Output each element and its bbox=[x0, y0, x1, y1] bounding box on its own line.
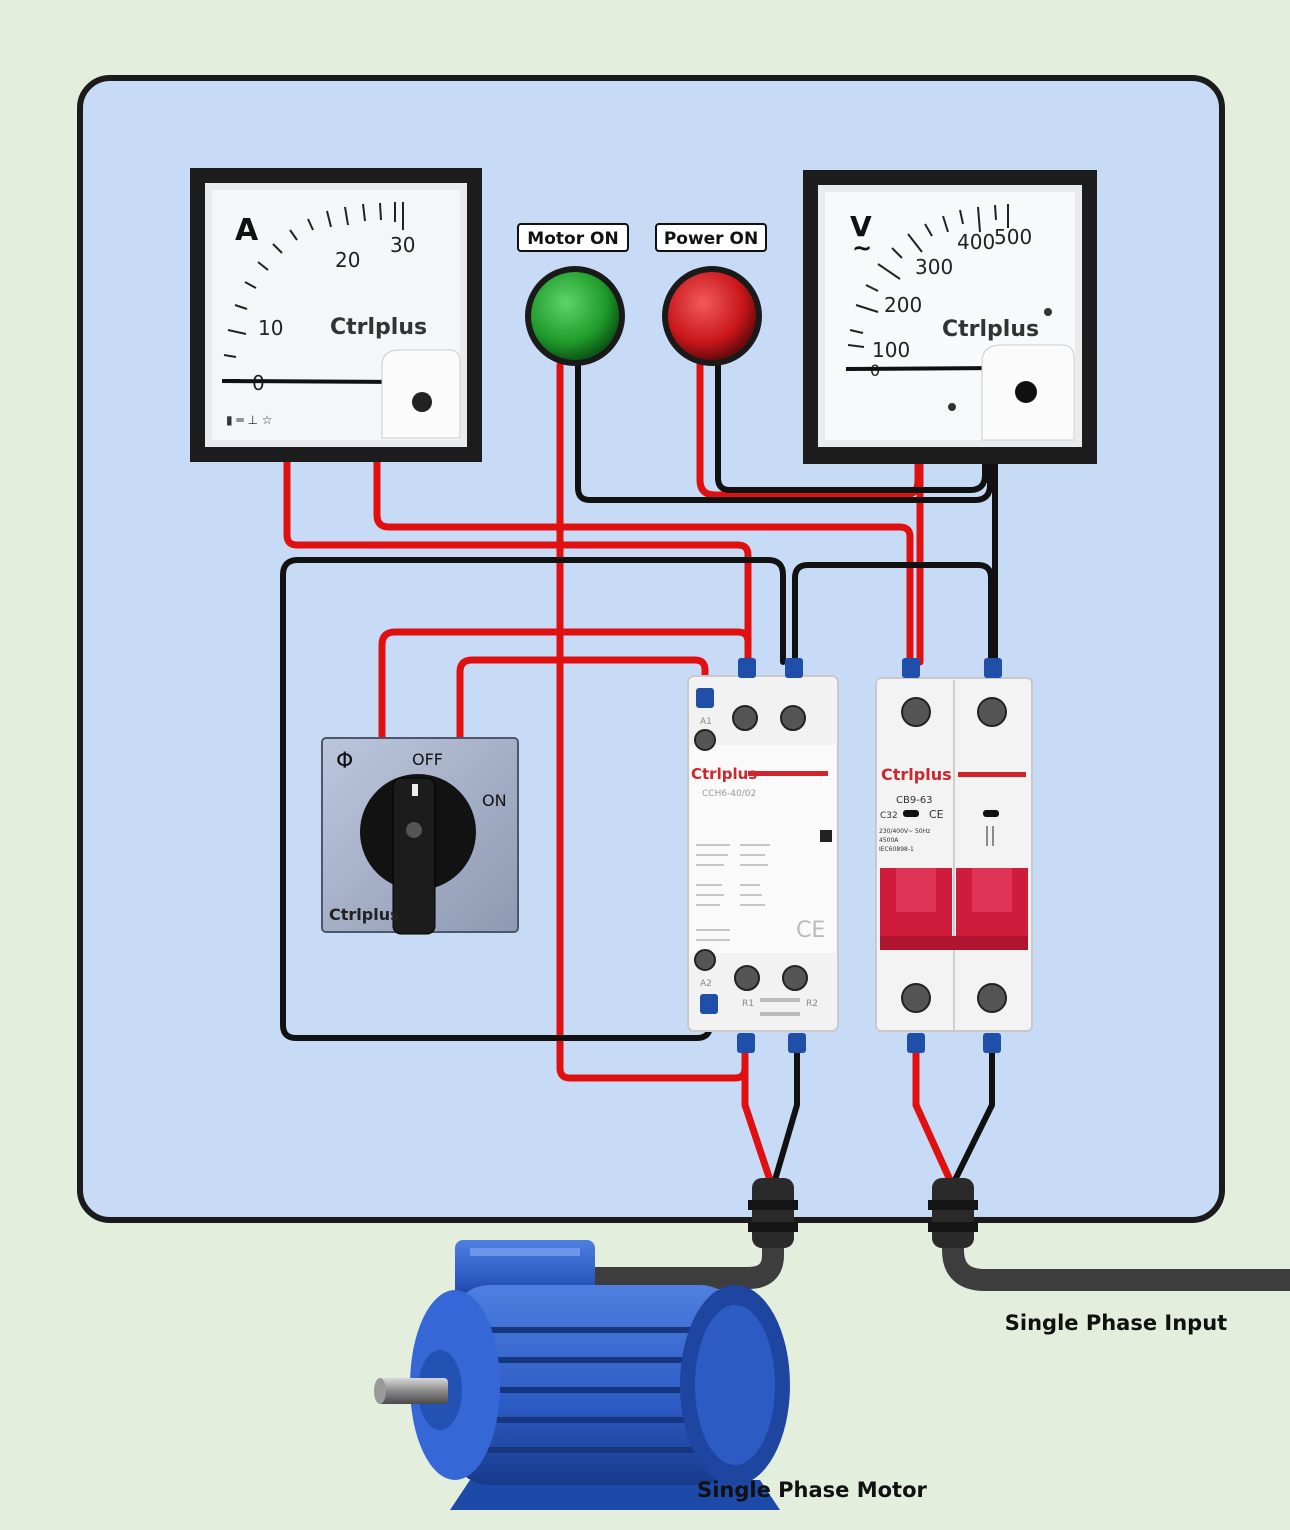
wire-black bbox=[715, 362, 988, 493]
cable-gland-input bbox=[928, 1178, 978, 1248]
voltmeter-scale-label: 500 bbox=[994, 225, 1032, 249]
wire-black bbox=[280, 557, 786, 1041]
cable-gland-motor bbox=[748, 1178, 798, 1248]
voltmeter-scale bbox=[846, 204, 1009, 369]
contactor-brand: Ctrlplus bbox=[691, 765, 757, 783]
contactor-model: CCH6-40/02 bbox=[702, 789, 756, 799]
electric-motor-icon bbox=[374, 1240, 790, 1510]
wire-red bbox=[378, 628, 752, 744]
wire-red bbox=[283, 456, 752, 666]
motor-on-label: Motor ON bbox=[527, 229, 618, 249]
power-on-label: Power ON bbox=[664, 229, 758, 249]
wire-black bbox=[575, 362, 993, 503]
voltmeter-brand: Ctrlplus bbox=[942, 317, 1039, 342]
wires bbox=[280, 361, 998, 1184]
mcb-rating: C32 bbox=[880, 811, 898, 821]
ammeter-unit: A bbox=[235, 213, 259, 248]
wire-red bbox=[912, 1041, 954, 1184]
selector-phase-symbol: Φ bbox=[336, 749, 353, 774]
cables bbox=[537, 1204, 1290, 1291]
ammeter-scale-label: 30 bbox=[390, 233, 415, 257]
voltmeter-scale-label: 400 bbox=[957, 230, 995, 254]
ammeter: A 0 10 20 30 Ctrlplus ▮ ═ ⊥ ☆ bbox=[190, 168, 482, 462]
motor-on-indicator: Motor ON bbox=[517, 223, 629, 366]
voltmeter-scale-label: 100 bbox=[872, 338, 910, 362]
mcb-spec-standard: IEC60898-1 bbox=[879, 846, 914, 853]
selector-knob-handle bbox=[392, 777, 436, 935]
contactor-terminal-r1: R1 bbox=[742, 999, 754, 1009]
mcb-ce-mark: CE bbox=[929, 808, 944, 821]
ammeter-scale-label: 10 bbox=[258, 316, 283, 340]
voltmeter-ac-symbol: ~ bbox=[852, 234, 872, 262]
ammeter-spec-marks: ▮ ═ ⊥ ☆ bbox=[226, 413, 272, 427]
ammeter-zero-screw bbox=[412, 392, 432, 412]
mcb-brand: Ctrlplus bbox=[881, 765, 952, 784]
contactor-terminal-a1: A1 bbox=[700, 717, 712, 727]
motor-cable bbox=[537, 1204, 784, 1289]
selector-on-label: ON bbox=[482, 791, 507, 810]
mcb-model: CB9-63 bbox=[896, 795, 933, 806]
wire-black bbox=[772, 1042, 800, 1183]
selector-off-label: OFF bbox=[412, 750, 443, 769]
contactor-terminal-r2: R2 bbox=[806, 999, 818, 1009]
single-phase-input-label: Single Phase Input bbox=[1005, 1311, 1227, 1335]
contactor: A1 A2 R1 R2 Ctrlplus CCH6-40/02 CE bbox=[687, 658, 839, 1053]
mcb-breaker[interactable]: Ctrlplus CB9-63 C32 CE 230/400V~ 50Hz 45… bbox=[875, 658, 1033, 1053]
selector-switch[interactable]: Φ OFF ON Ctrlplus bbox=[321, 737, 519, 935]
mcb-spec-breaking: 4500A bbox=[879, 837, 899, 844]
voltmeter-scale-label: 200 bbox=[884, 293, 922, 317]
wire-red bbox=[373, 456, 914, 666]
selector-brand: Ctrlplus bbox=[329, 905, 400, 924]
ammeter-needle bbox=[221, 379, 396, 384]
voltmeter-scale-label: 300 bbox=[915, 255, 953, 279]
contactor-terminal-a2: A2 bbox=[700, 979, 712, 989]
voltmeter: V ~ 0 100 200 300 400 500 Ctrlplus bbox=[803, 170, 1097, 464]
single-phase-motor-label: Single Phase Motor bbox=[697, 1478, 927, 1502]
contactor-ce-mark: CE bbox=[796, 918, 825, 943]
voltmeter-zero-screw bbox=[1015, 381, 1037, 403]
mcb-spec-voltage: 230/400V~ 50Hz bbox=[879, 828, 930, 835]
wire-black bbox=[952, 1042, 995, 1183]
wire-red bbox=[741, 1041, 774, 1184]
contactor-spec-lines bbox=[696, 844, 770, 941]
voltmeter-needle bbox=[845, 366, 1001, 371]
wire-red bbox=[456, 656, 709, 744]
voltmeter-unit: V bbox=[850, 210, 872, 243]
power-on-indicator: Power ON bbox=[655, 223, 767, 366]
ammeter-scale-label: 20 bbox=[335, 248, 360, 272]
ammeter-brand: Ctrlplus bbox=[330, 315, 427, 340]
wire-black bbox=[792, 562, 994, 665]
input-cable bbox=[942, 1204, 1290, 1291]
